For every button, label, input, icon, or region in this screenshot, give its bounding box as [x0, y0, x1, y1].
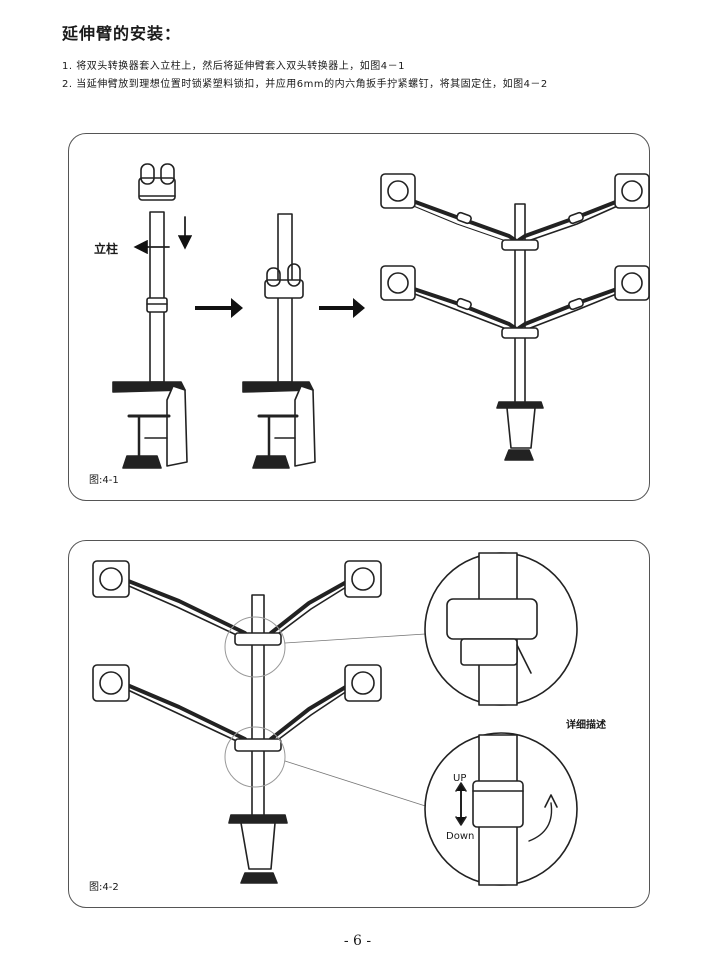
figure-4-2-illustration: [92, 552, 578, 886]
arrow-right-1: [195, 298, 243, 318]
down-label: Down: [446, 831, 475, 842]
lower-arm-pair: [380, 265, 650, 339]
stage-1-pole: [112, 163, 193, 469]
detail-circle-upper: [424, 552, 578, 706]
detail-label: 详细描述: [566, 720, 606, 731]
upper-arms: [92, 560, 382, 646]
column-label: 立柱: [94, 242, 119, 256]
page-heading: 延伸臂的安装：: [62, 24, 182, 43]
detail-circle-lower: [424, 732, 578, 886]
figure-4-2-panel: 详细描述 UP Down 图:4-2: [68, 540, 650, 908]
stage-2-pole: [242, 213, 316, 469]
figure-4-2-caption: 图:4-2: [89, 882, 119, 893]
instruction-step-1: 1. 将双头转换器套入立柱上，然后将延伸臂套入双头转换器上，如图4－1: [62, 61, 405, 72]
figure-4-1-panel: 立柱 图:4-1: [68, 133, 650, 501]
arrow-right-2: [319, 298, 365, 318]
upper-arm-pair: [380, 173, 650, 251]
up-label: UP: [453, 773, 467, 784]
quad-mount: [92, 560, 442, 884]
figure-4-1-illustration: [112, 163, 650, 469]
lower-arms: [92, 664, 382, 752]
figure-4-1-caption: 图:4-1: [89, 475, 119, 486]
stage-3-quad-mount: [380, 173, 650, 461]
page-number: - 6 -: [343, 933, 372, 949]
instruction-step-2: 2. 当延伸臂放到理想位置时锁紧塑料锁扣，并应用6mm的内六角扳手拧紧螺钉，将其…: [62, 79, 548, 90]
